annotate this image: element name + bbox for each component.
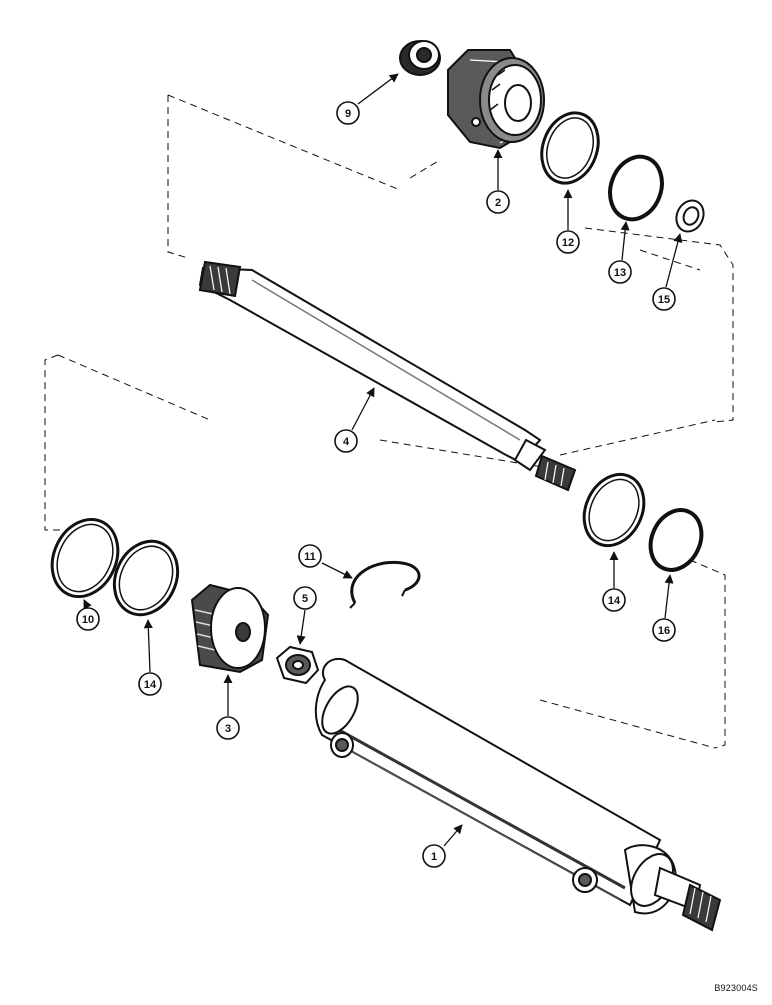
drawing-id: B923004S — [714, 983, 758, 993]
callout-group: 9 2 12 13 15 4 10 14 3 5 11 14 16 1 — [76, 101, 676, 868]
callout-circle — [138, 672, 162, 696]
callout-circle — [334, 429, 358, 453]
callout-label: 10 — [82, 614, 94, 626]
callout-circle — [556, 230, 580, 254]
callout-c3: 3 — [216, 716, 240, 740]
callout-c13: 13 — [608, 260, 632, 284]
callout-c1: 1 — [422, 844, 446, 868]
lower-dashed-guide — [44, 354, 726, 749]
callout-c16: 16 — [652, 618, 676, 642]
gland-part-2 — [447, 49, 545, 150]
callout-label: 14 — [608, 595, 621, 607]
callout-circle — [422, 844, 446, 868]
callout-circle — [76, 607, 100, 631]
backup-ring-part-14-right — [582, 472, 646, 548]
callout-c4: 4 — [334, 429, 358, 453]
callout-c11: 11 — [298, 544, 322, 568]
leader-lines — [83, 73, 683, 847]
callout-label: 15 — [658, 294, 670, 306]
callout-label: 12 — [562, 237, 574, 249]
piston-part-3 — [190, 583, 270, 674]
callout-c2: 2 — [486, 190, 510, 214]
callout-c9: 9 — [336, 101, 360, 125]
backup-ring-part-14-left — [112, 539, 180, 617]
callout-circle — [298, 544, 322, 568]
wiper-part-15 — [675, 199, 705, 233]
callout-label: 1 — [431, 851, 437, 863]
backup-ring-part-12 — [540, 111, 600, 185]
seal-ring-part-10 — [50, 517, 120, 599]
callout-circle — [293, 586, 317, 610]
callout-c15: 15 — [652, 287, 676, 311]
o-ring-part-13 — [608, 154, 664, 222]
callout-label: 4 — [343, 436, 350, 448]
callout-c10: 10 — [76, 607, 100, 631]
callout-label: 9 — [345, 108, 351, 120]
bushing-part-9 — [399, 40, 441, 76]
callout-label: 14 — [144, 679, 157, 691]
callout-label: 3 — [225, 723, 231, 735]
callout-c5: 5 — [293, 586, 317, 610]
callout-label: 13 — [614, 267, 626, 279]
callout-c14b: 14 — [602, 588, 626, 612]
callout-c12: 12 — [556, 230, 580, 254]
callout-circle — [486, 190, 510, 214]
nut-part-5 — [275, 645, 320, 685]
callout-circle — [652, 287, 676, 311]
callout-label: 2 — [495, 197, 501, 209]
callout-circle — [216, 716, 240, 740]
piston-rod-part-4 — [198, 260, 577, 492]
callout-c14a: 14 — [138, 672, 162, 696]
barrel-part-1 — [314, 657, 722, 932]
callout-circle — [652, 618, 676, 642]
callout-label: 5 — [302, 593, 308, 605]
o-ring-part-16 — [648, 508, 704, 572]
callout-label: 11 — [304, 551, 316, 563]
callout-circle — [608, 260, 632, 284]
callout-circle — [336, 101, 360, 125]
callout-label: 16 — [658, 625, 670, 637]
callout-circle — [602, 588, 626, 612]
snap-ring-part-11 — [349, 560, 421, 609]
